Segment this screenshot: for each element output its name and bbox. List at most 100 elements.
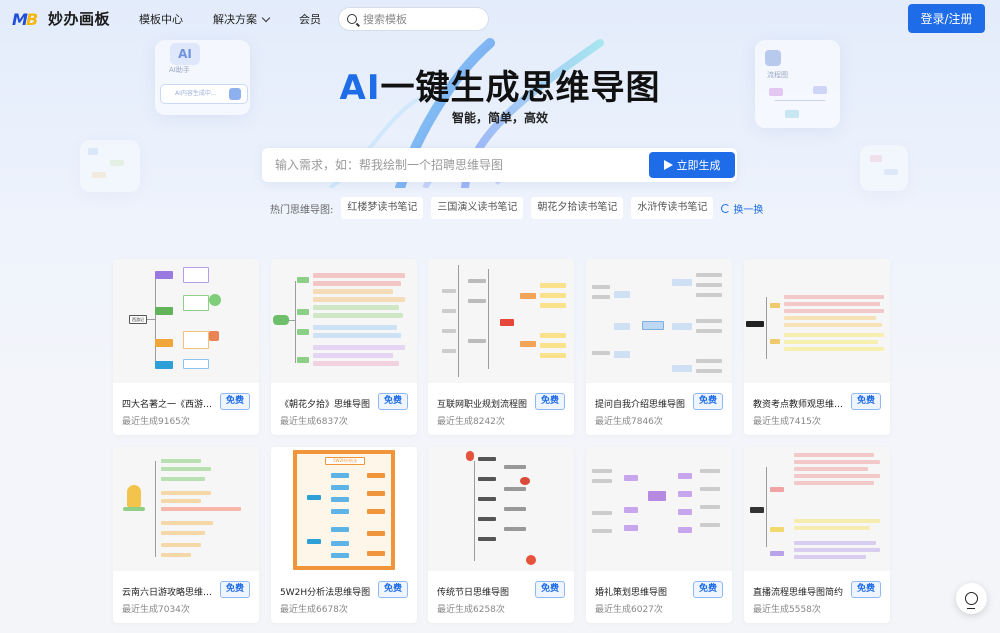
mindmap-leaf [794, 555, 866, 559]
mindmap-leaf [504, 487, 526, 491]
mindmap-leaf [468, 279, 486, 283]
mindmap-root [273, 315, 289, 325]
mindmap-leaf [161, 459, 201, 463]
connector [289, 320, 295, 321]
mindmap-leaf [161, 543, 201, 547]
mindmap-node [770, 551, 784, 556]
mindmap-leaf [784, 333, 884, 337]
deco-node [884, 169, 898, 175]
mindmap-leaf [367, 551, 385, 556]
template-thumbnail [428, 447, 574, 571]
mindmap-leaf [794, 548, 880, 552]
hot-tag[interactable]: 三国演义读书笔记 [431, 197, 524, 219]
mindmap-leaf [784, 347, 884, 351]
mindmap-node [307, 495, 321, 500]
template-card[interactable]: 互联网职业规划流程图 免费 最近生成8242次 [428, 259, 574, 435]
connector [295, 281, 296, 363]
hot-tag[interactable]: 朝花夕拾读书笔记 [531, 197, 624, 219]
mindmap-leaf [540, 353, 566, 358]
brand-logo[interactable]: M B 妙办画板 [12, 8, 110, 29]
hot-tag[interactable]: 红楼梦读书笔记 [341, 197, 424, 219]
template-card[interactable]: 《朝花夕拾》思维导图 免费 最近生成6837次 [271, 259, 417, 435]
mindmap-node [678, 527, 692, 533]
mindmap-node [770, 487, 784, 492]
template-card[interactable]: 直播流程思维导图简约 免费 最近生成5558次 [744, 447, 890, 623]
mindmap-leaf [784, 295, 884, 299]
mindmap-deco [80, 140, 140, 192]
nav-membership[interactable]: 会员 [299, 11, 321, 27]
mindmap-leaf [313, 305, 399, 310]
ai-badge: AI [170, 43, 200, 65]
flow-node [785, 110, 799, 118]
mindmap-node [297, 329, 309, 335]
mindmap-node [297, 309, 309, 315]
mindmap-leaf [592, 285, 610, 289]
flow-node [813, 86, 827, 94]
refresh-label: 换一换 [733, 204, 764, 216]
template-card[interactable]: 教资考点教师观思维导图流... 免费 最近生成7415次 [744, 259, 890, 435]
hot-mindmaps: 热门思维导图: 红楼梦读书笔记 三国演义读书笔记 朝花夕拾读书笔记 水浒传读书笔… [270, 197, 763, 219]
search-input[interactable] [363, 12, 473, 26]
mindmap-leaf [313, 313, 403, 318]
connector [474, 461, 475, 561]
mindmap-root: 西游记 [129, 315, 147, 324]
mindmap-leaf [784, 302, 880, 306]
nav-solutions[interactable]: 解决方案 [213, 11, 271, 27]
hot-label: 热门思维导图: [270, 204, 334, 216]
mindmap-leaf [442, 289, 456, 293]
mindmap-node [331, 553, 349, 558]
mindmap-node [331, 497, 349, 502]
traveler-illustration [123, 507, 145, 511]
mindmap-node [672, 279, 692, 286]
template-title: 《朝花夕拾》思维导图 [280, 400, 371, 410]
ai-prompt-box: 立即生成 [262, 148, 737, 182]
free-badge: 免费 [851, 581, 881, 598]
mindmap-node [155, 361, 173, 369]
template-thumbnail [271, 259, 417, 383]
mindmap-leaf [313, 273, 405, 278]
mindmap-leaf [700, 469, 720, 473]
search-bar[interactable] [338, 7, 489, 31]
generate-button[interactable]: 立即生成 [649, 152, 735, 178]
template-card[interactable]: 提问自我介绍思维导图 免费 最近生成7846次 [586, 259, 732, 435]
login-register-button[interactable]: 登录/注册 [908, 4, 985, 33]
ai-prompt-input[interactable] [275, 158, 645, 172]
mindmap-leaf [313, 345, 405, 350]
mindmap-node [183, 267, 209, 283]
mindmap-node [678, 509, 692, 515]
traveler-illustration [127, 485, 141, 507]
hot-tag[interactable]: 水浒传读书笔记 [631, 197, 714, 219]
nav-template-center[interactable]: 模板中心 [139, 11, 183, 27]
mindmap-leaf [367, 491, 385, 496]
mindmap-leaf [468, 339, 486, 343]
template-card[interactable]: 传统节日思维导图 免费 最近生成6258次 [428, 447, 574, 623]
template-card[interactable]: 5W2H分析法 5W2H分析法思维导图 免费 最近生成6678次 [271, 447, 417, 623]
mindmap-leaf [161, 507, 241, 511]
flowchart-icon [765, 50, 781, 66]
free-badge: 免费 [693, 581, 723, 598]
template-title: 四大名著之一《西游记》思... [122, 400, 217, 410]
mindmap-node [183, 359, 209, 369]
logo-mark-left: M [12, 9, 28, 29]
mindmap-leaf [478, 477, 496, 481]
free-badge: 免费 [220, 581, 250, 598]
refresh-button[interactable]: 换一换 [721, 201, 763, 216]
mindmap-leaf [700, 505, 720, 509]
mindmap-leaf [784, 309, 884, 313]
template-card[interactable]: 云南六日游攻略思维导图 免费 最近生成7034次 [113, 447, 259, 623]
mindmap-leaf [540, 343, 566, 348]
template-card[interactable]: 婚礼策划思维导图 免费 最近生成6027次 [586, 447, 732, 623]
template-title: 婚礼策划思维导图 [595, 588, 668, 598]
mindmap-node [770, 303, 780, 308]
free-badge: 免费 [535, 393, 565, 410]
connector [155, 275, 156, 365]
template-card[interactable]: 西游记 四大名著之一《西游记》思... 免费 最近生成9165次 [113, 259, 259, 435]
template-title: 提问自我介绍思维导图 [595, 400, 686, 410]
mindmap-leaf [504, 465, 526, 469]
free-badge: 免费 [851, 393, 881, 410]
generate-count: 最近生成6027次 [595, 605, 663, 615]
customer-service-button[interactable] [956, 583, 987, 614]
lantern-illustration [466, 451, 474, 461]
generate-count: 最近生成6837次 [280, 417, 348, 427]
mindmap-root [500, 319, 514, 326]
